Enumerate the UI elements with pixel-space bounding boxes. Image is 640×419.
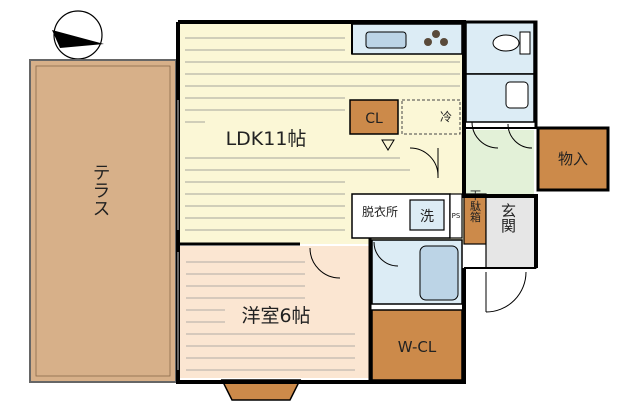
western-room-floor bbox=[180, 246, 370, 378]
pipe-space bbox=[449, 193, 463, 239]
bathtub-icon bbox=[419, 245, 459, 301]
fridge-space bbox=[401, 99, 461, 135]
pipe-space-label: PS bbox=[452, 212, 461, 220]
terrace-area bbox=[29, 59, 177, 383]
ldk-floor bbox=[178, 22, 352, 244]
hall-floor bbox=[466, 130, 534, 196]
compass-icon bbox=[52, 10, 104, 60]
fridge-label: 冷 bbox=[440, 110, 452, 124]
ldk-label: LDK11帖 bbox=[226, 128, 307, 150]
sink-icon bbox=[365, 31, 407, 49]
washbasin-icon bbox=[505, 81, 529, 109]
storage-label: 物入 bbox=[558, 150, 588, 168]
western-room-label: 洋室6帖 bbox=[241, 305, 310, 327]
dressing-room-label: 脱衣所 bbox=[362, 204, 398, 219]
toilet-icon bbox=[492, 31, 531, 55]
storage-room bbox=[536, 126, 610, 192]
entrance-label: 玄関 bbox=[499, 203, 517, 234]
entrance-floor bbox=[485, 195, 537, 269]
western-room-flooring-lines bbox=[186, 261, 355, 371]
walls bbox=[176, 20, 540, 384]
closet-cl bbox=[349, 99, 399, 135]
closet-label: CL bbox=[365, 111, 383, 127]
stove-icon bbox=[424, 30, 448, 46]
ldk-flooring-lines bbox=[185, 37, 460, 231]
front-door bbox=[485, 271, 527, 313]
washer-space bbox=[409, 199, 445, 231]
washer-label: 洗 bbox=[420, 209, 434, 225]
walk-in-closet-label: W-CL bbox=[398, 338, 437, 356]
terrace-label: テラス bbox=[90, 163, 111, 217]
